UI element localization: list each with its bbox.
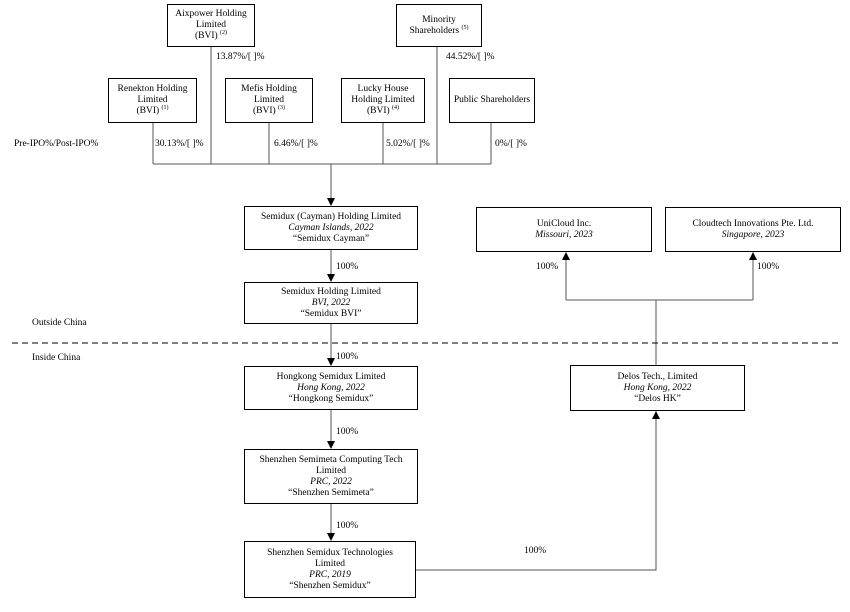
cayman-bvi-percentage: 100%: [336, 262, 359, 272]
semidux-sz-name-line1: Shenzhen Semidux Technologies: [267, 547, 393, 558]
mefis-name-line1: Mefis Holding: [241, 84, 297, 94]
lucky-percentage: 5.02%/[ ]%: [386, 139, 430, 149]
lucky-name-line1: Lucky House: [357, 84, 409, 94]
cayman-name: Semidux (Cayman) Holding Limited: [260, 211, 402, 222]
renekton-jurisdiction: (BVI): [136, 106, 160, 116]
mefis-holding-box: Mefis Holding Limited (BVI) (3): [225, 78, 313, 123]
cloudtech-name: Cloudtech Innovations Pte. Ltd.: [692, 218, 814, 229]
pre-post-ipo-label: Pre-IPO%/Post-IPO%: [14, 139, 99, 149]
minority-footnote: (5): [461, 24, 469, 31]
delos-alias: “Delos HK”: [634, 393, 681, 404]
public-shareholders-name: Public Shareholders: [453, 95, 531, 105]
renekton-name-line2: Limited: [137, 95, 168, 105]
public-percentage: 0%/[ ]%: [495, 139, 527, 149]
semimeta-jurisdiction: PRC, 2022: [310, 476, 352, 487]
hk-name: Hongkong Semidux Limited: [276, 371, 386, 382]
sz-delos-percentage: 100%: [524, 546, 547, 556]
cloudtech-jurisdiction: Singapore, 2023: [721, 229, 785, 240]
shenzhen-semimeta-box: Shenzhen Semimeta Computing Tech Limited…: [244, 449, 418, 504]
aixpower-percentage: 13.87%/[ ]%: [216, 52, 265, 62]
public-shareholders-box: Public Shareholders: [449, 78, 535, 123]
delos-tech-box: Delos Tech., Limited Hong Kong, 2022 “De…: [570, 365, 745, 411]
lucky-jurisdiction: (BVI): [366, 106, 390, 116]
semidux-sz-alias: “Shenzhen Semidux”: [289, 580, 371, 591]
bvi-alias: “Semidux BVI”: [300, 308, 362, 319]
unicloud-jurisdiction: Missouri, 2023: [535, 229, 593, 240]
aixpower-holding-box: Aixpower Holding Limited (BVI) (2): [167, 4, 255, 47]
delos-unicloud-percentage: 100%: [536, 262, 559, 272]
semimeta-alias: “Shenzhen Semimeta”: [288, 487, 374, 498]
minority-shareholders-box: Minority Shareholders (5): [396, 4, 482, 47]
unicloud-box: UniCloud Inc. Missouri, 2023: [476, 207, 652, 252]
bvi-jurisdiction: BVI, 2022: [311, 297, 351, 308]
delos-jurisdiction: Hong Kong, 2022: [623, 382, 692, 393]
delos-cloudtech-percentage: 100%: [757, 262, 780, 272]
unicloud-name: UniCloud Inc.: [536, 218, 592, 229]
delos-name: Delos Tech., Limited: [617, 371, 698, 382]
renekton-holding-box: Renekton Holding Limited (BVI) (1): [108, 78, 197, 123]
mefis-name-line2: Limited: [253, 95, 285, 105]
bvi-hk-percentage: 100%: [336, 352, 359, 362]
hk-alias: “Hongkong Semidux”: [288, 393, 374, 404]
semimeta-sz-percentage: 100%: [336, 521, 359, 531]
aixpower-jurisdiction: (BVI): [194, 31, 218, 41]
aixpower-name-line1: Aixpower Holding: [175, 9, 247, 19]
lucky-name-line2: Holding Limited: [351, 95, 415, 105]
cayman-alias: “Semidux Cayman”: [292, 233, 370, 244]
aixpower-footnote: (2): [220, 29, 228, 36]
minority-name-line2: Shareholders: [409, 25, 460, 36]
semidux-cayman-box: Semidux (Cayman) Holding Limited Cayman …: [244, 206, 418, 250]
outside-china-label: Outside China: [32, 318, 87, 328]
shenzhen-semidux-box: Shenzhen Semidux Technologies Limited PR…: [244, 541, 416, 598]
cayman-jurisdiction: Cayman Islands, 2022: [288, 222, 374, 233]
renekton-percentage: 30.13%/[ ]%: [155, 139, 204, 149]
hk-semimeta-percentage: 100%: [336, 427, 359, 437]
semimeta-name-line1: Shenzhen Semimeta Computing Tech: [259, 454, 403, 465]
hongkong-semidux-box: Hongkong Semidux Limited Hong Kong, 2022…: [244, 366, 418, 410]
mefis-percentage: 6.46%/[ ]%: [274, 139, 318, 149]
minority-percentage: 44.52%/[ ]%: [446, 52, 495, 62]
renekton-name-line1: Renekton Holding: [117, 84, 188, 94]
inside-china-label: Inside China: [32, 353, 81, 363]
minority-name-line1: Minority: [422, 14, 456, 25]
lucky-footnote: (4): [392, 104, 400, 111]
renekton-footnote: (1): [161, 104, 169, 111]
hk-jurisdiction: Hong Kong, 2022: [297, 382, 365, 393]
cloudtech-box: Cloudtech Innovations Pte. Ltd. Singapor…: [665, 207, 841, 252]
bvi-name: Semidux Holding Limited: [281, 286, 381, 297]
semidux-bvi-box: Semidux Holding Limited BVI, 2022 “Semid…: [244, 282, 418, 324]
semidux-sz-name-line2: Limited: [314, 558, 346, 569]
mefis-footnote: (3): [278, 104, 286, 111]
lucky-house-box: Lucky House Holding Limited (BVI) (4): [341, 78, 425, 123]
semidux-sz-jurisdiction: PRC, 2019: [309, 569, 351, 580]
mefis-jurisdiction: (BVI): [252, 106, 276, 116]
semimeta-name-line2: Limited: [315, 465, 347, 476]
aixpower-name-line2: Limited: [195, 20, 227, 30]
